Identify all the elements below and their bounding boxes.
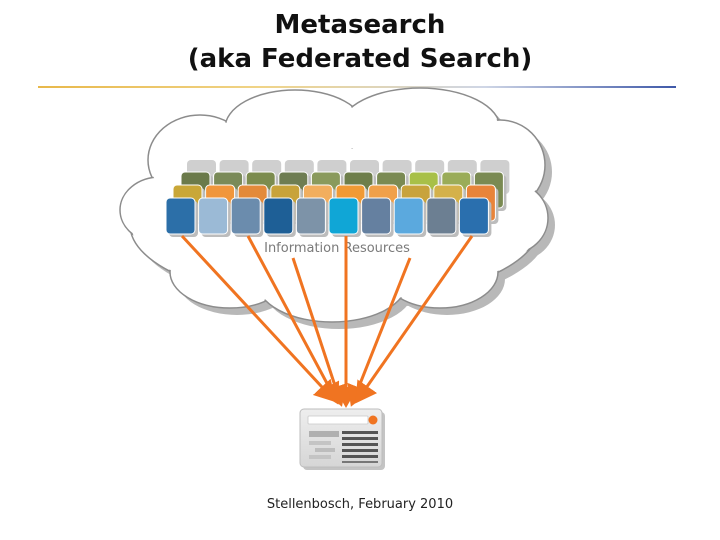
resource-tile [263, 197, 294, 235]
resource-tile [458, 197, 489, 235]
title-line-1: Metasearch [274, 10, 446, 40]
arrow [246, 235, 340, 405]
resource-tile [393, 197, 424, 235]
arrow [180, 234, 337, 403]
resource-tile [361, 197, 392, 235]
title-line-2: (aka Federated Search) [187, 44, 533, 74]
arrow [291, 257, 347, 407]
title-divider [38, 86, 676, 88]
arrow [355, 235, 474, 404]
footer-text: Stellenbosch, February 2010 [266, 497, 454, 512]
search-portal-icon [299, 408, 385, 470]
resource-tile [426, 197, 457, 235]
resource-tile [230, 197, 261, 235]
cloud-label: Information Resources [264, 241, 410, 256]
resource-tile [165, 197, 196, 235]
resource-tile [328, 197, 359, 235]
query-arrows [180, 234, 474, 408]
slide-title: Metasearch (aka Federated Search) [0, 8, 720, 76]
resource-tile [198, 197, 229, 235]
resource-tiles-front-row [165, 197, 492, 237]
resource-tile [295, 197, 326, 235]
